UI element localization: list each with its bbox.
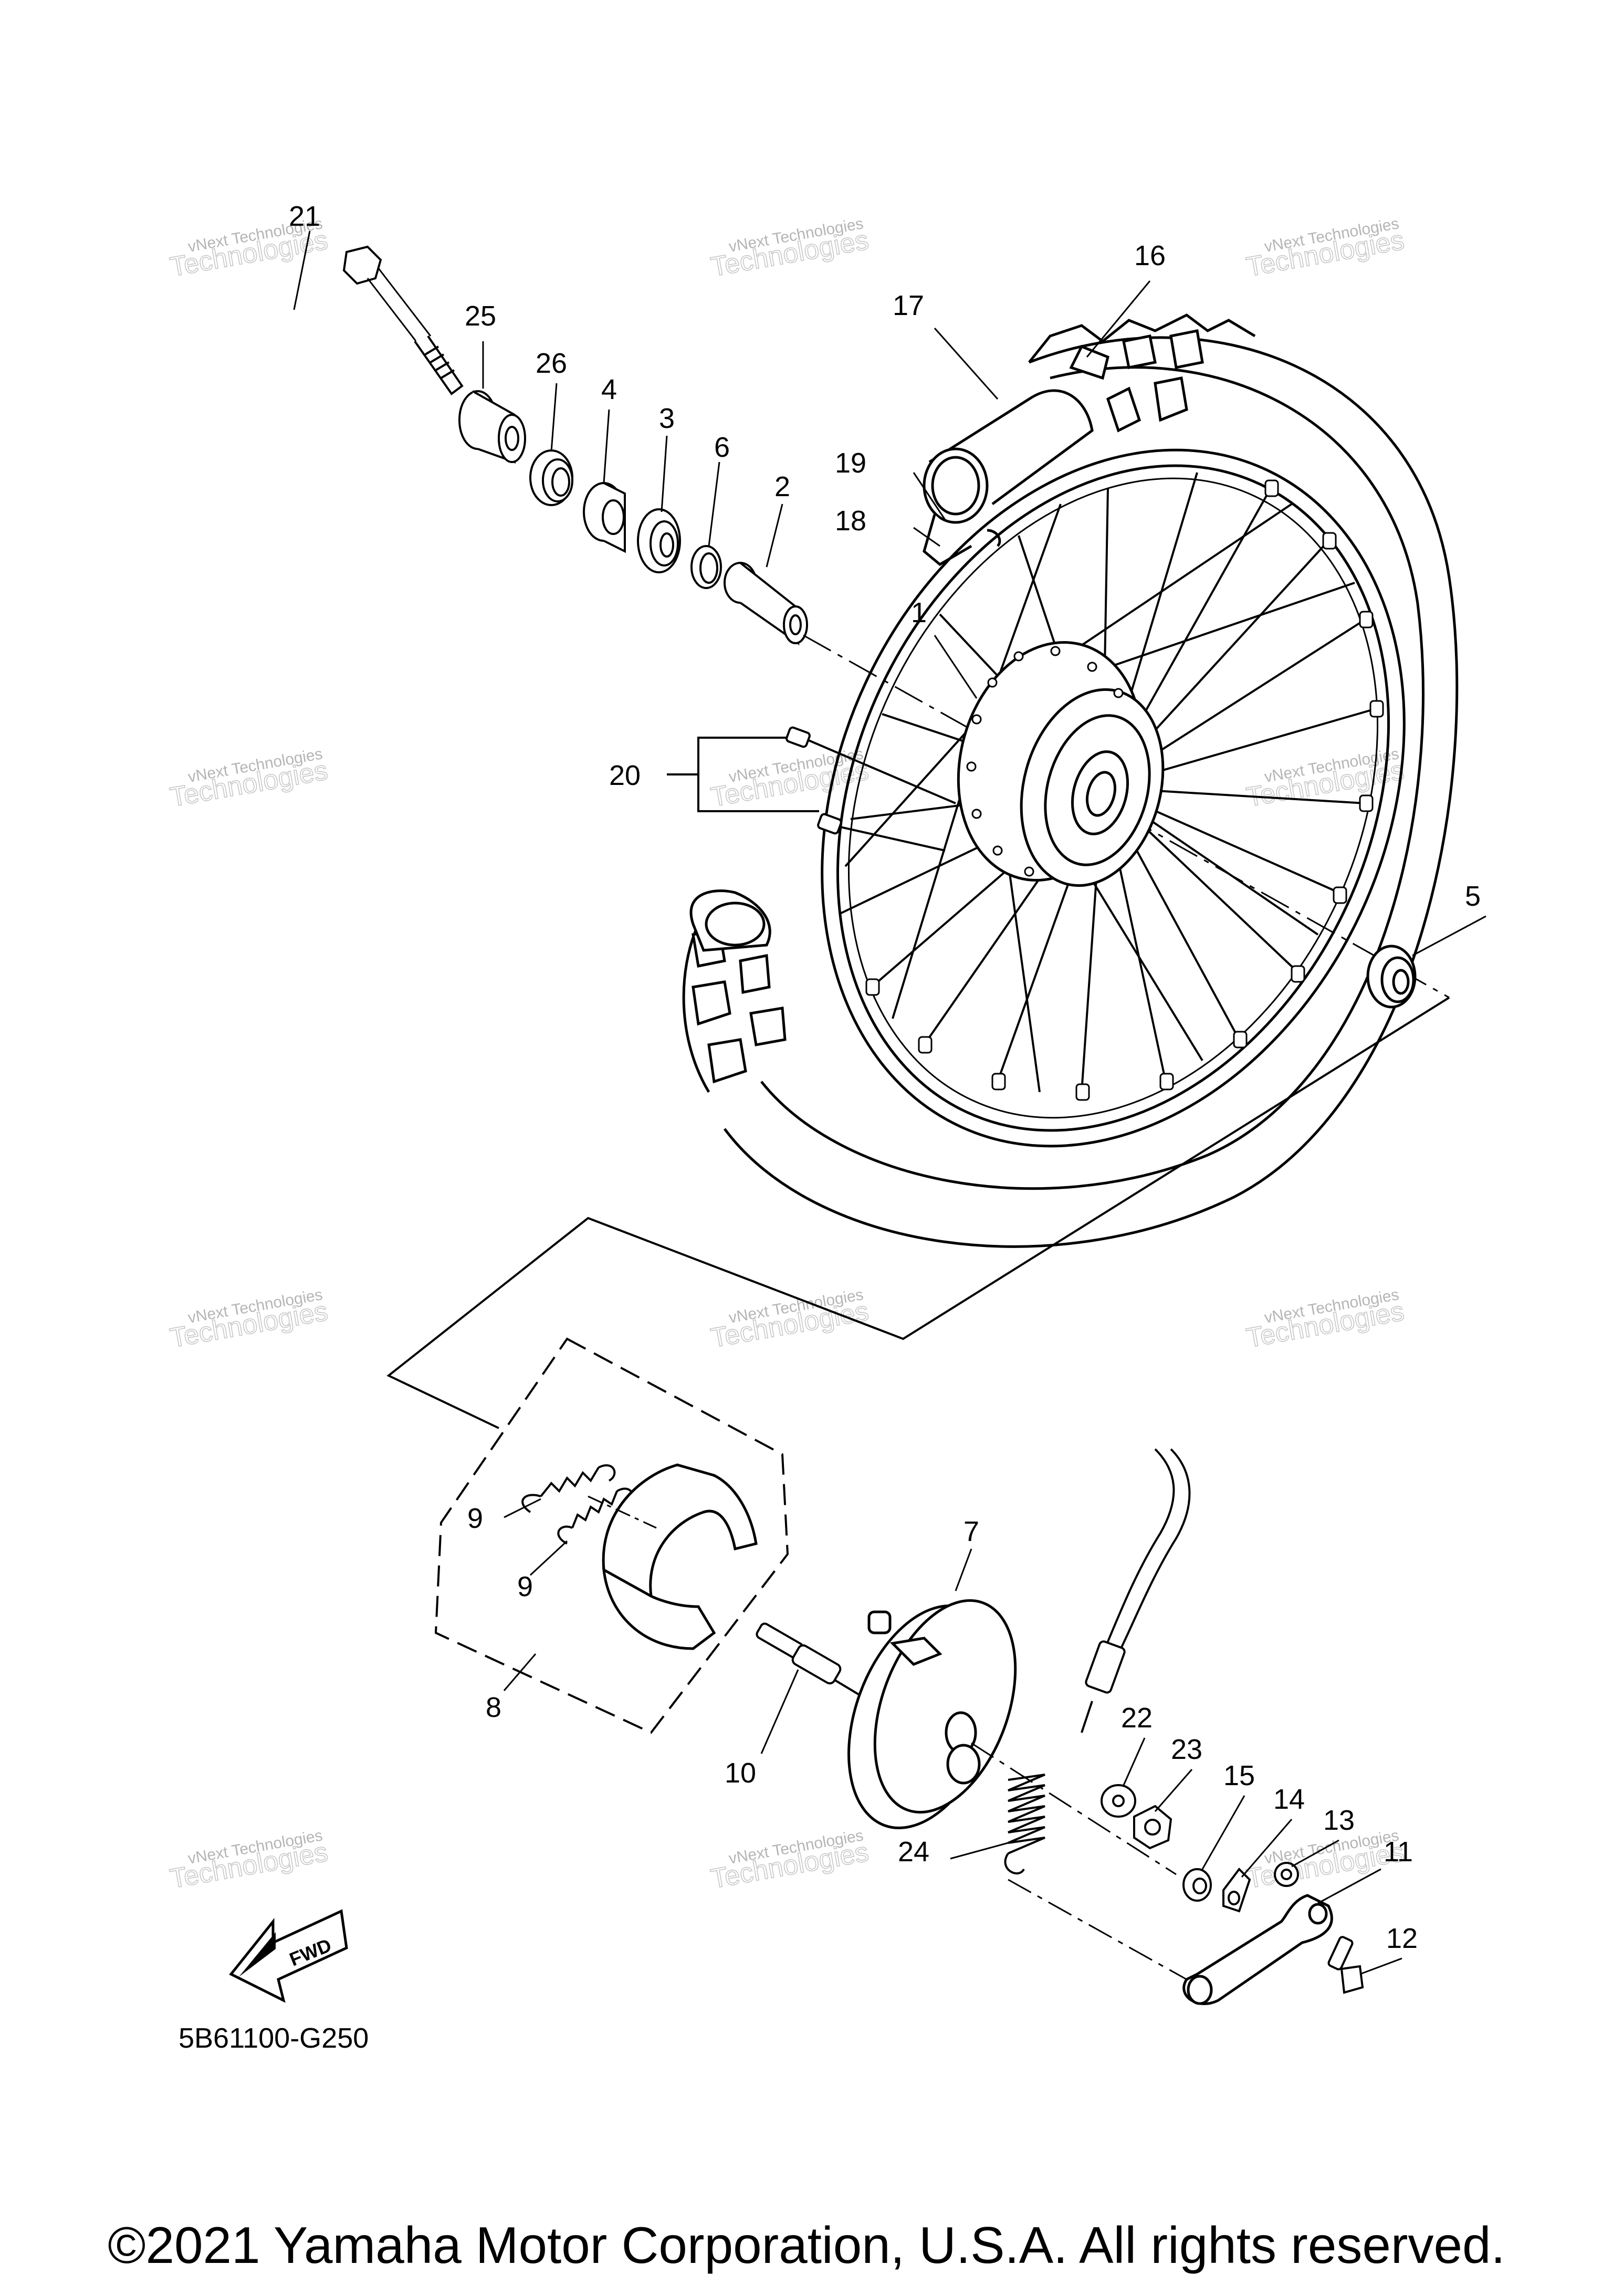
watermark: Technologies vNext Technologies (167, 1286, 331, 1354)
callout-17: 17 (893, 290, 924, 321)
copyright-notice: ©2021 Yamaha Motor Corporation, U.S.A. A… (108, 2216, 1505, 2274)
bearing-5 (1366, 945, 1417, 1009)
watermark: Technologies vNext Technologies (167, 1827, 331, 1895)
brake-cable (1081, 1448, 1191, 1733)
callout-13: 13 (1323, 1805, 1355, 1836)
watermark: Technologies vNext Technologies (708, 1827, 872, 1895)
return-spring-24 (1004, 1774, 1045, 1875)
leader-lines (293, 230, 1486, 1975)
circlip-6 (690, 545, 722, 589)
spoke-set-detail (785, 726, 956, 852)
camshaft-lever-11 (1182, 1894, 1333, 2005)
brake-shoes (602, 1463, 758, 1650)
spring-centerline (588, 1495, 657, 1529)
watermark: Technologies vNext Technologies (1244, 1827, 1407, 1895)
brake-camshaft (756, 1622, 862, 1697)
tire (682, 313, 1459, 1248)
callout-8: 8 (486, 1692, 501, 1723)
callout-2: 2 (774, 471, 790, 502)
rim-lock-tire-section (689, 889, 771, 952)
hub (957, 641, 1165, 887)
watermark: Technologies vNext Technologies (167, 745, 331, 813)
brake-shoe-group-outline (434, 1337, 789, 1734)
watermark: Technologies vNext Technologies (708, 745, 872, 813)
lever-centerline (1008, 1879, 1187, 1980)
diagram-code: 5B61100-G250 (179, 2022, 369, 2054)
oil-seal-26 (529, 449, 573, 506)
watermark: Technologies vNext Technologies (1244, 215, 1407, 283)
callout-6: 6 (714, 432, 730, 463)
callout-18: 18 (835, 505, 866, 537)
callout-9-lower: 9 (517, 1571, 533, 1602)
spring-9-upper (521, 1464, 616, 1513)
callout-25: 25 (465, 300, 496, 332)
axle (342, 245, 464, 395)
callout-10: 10 (725, 1757, 756, 1789)
watermark: Technologies vNext Technologies (1244, 1286, 1407, 1354)
callout-4: 4 (601, 374, 617, 405)
bolt-12 (1327, 1936, 1364, 1994)
bracket-20 (667, 737, 819, 812)
bearing-3 (637, 508, 681, 573)
spacer-2 (724, 562, 808, 646)
callout-22: 22 (1121, 1702, 1153, 1734)
brake-shoe-plate (847, 1599, 1017, 1829)
callout-14: 14 (1273, 1784, 1305, 1815)
collar-25 (458, 390, 526, 464)
inner-tube (923, 389, 1094, 567)
callout-15: 15 (1223, 1760, 1255, 1791)
callout-1: 1 (911, 597, 927, 628)
washer-22 (1101, 1784, 1136, 1818)
fwd-arrow-icon: FWD (229, 1909, 348, 2003)
callout-9-upper: 9 (467, 1503, 483, 1534)
nut-23 (1133, 1805, 1172, 1850)
assembly-lines (386, 997, 1450, 1429)
callout-12: 12 (1386, 1923, 1418, 1954)
watermark: Technologies vNext Technologies (708, 215, 872, 283)
callout-21: 21 (289, 201, 320, 232)
callout-26: 26 (536, 348, 567, 379)
callout-20: 20 (609, 760, 641, 791)
callout-11: 11 (1384, 1836, 1413, 1868)
callout-23: 23 (1171, 1734, 1202, 1765)
callout-7: 7 (963, 1516, 979, 1547)
callout-3: 3 (659, 403, 675, 434)
washer-15 (1182, 1868, 1212, 1902)
callout-19: 19 (835, 447, 866, 479)
spoke-nipples (865, 479, 1384, 1101)
callout-16: 16 (1134, 240, 1166, 271)
wear-indicator-14 (1222, 1867, 1251, 1913)
cam-centerline (971, 1742, 1177, 1875)
washer-13 (1274, 1862, 1299, 1887)
bearing-4 (583, 482, 626, 553)
callout-labels: 21 25 26 4 3 6 2 16 17 19 18 1 20 5 9 9 … (289, 201, 1481, 1954)
callout-24: 24 (898, 1836, 929, 1868)
hub-spoke-holes (966, 646, 1124, 877)
callout-5: 5 (1465, 880, 1481, 912)
